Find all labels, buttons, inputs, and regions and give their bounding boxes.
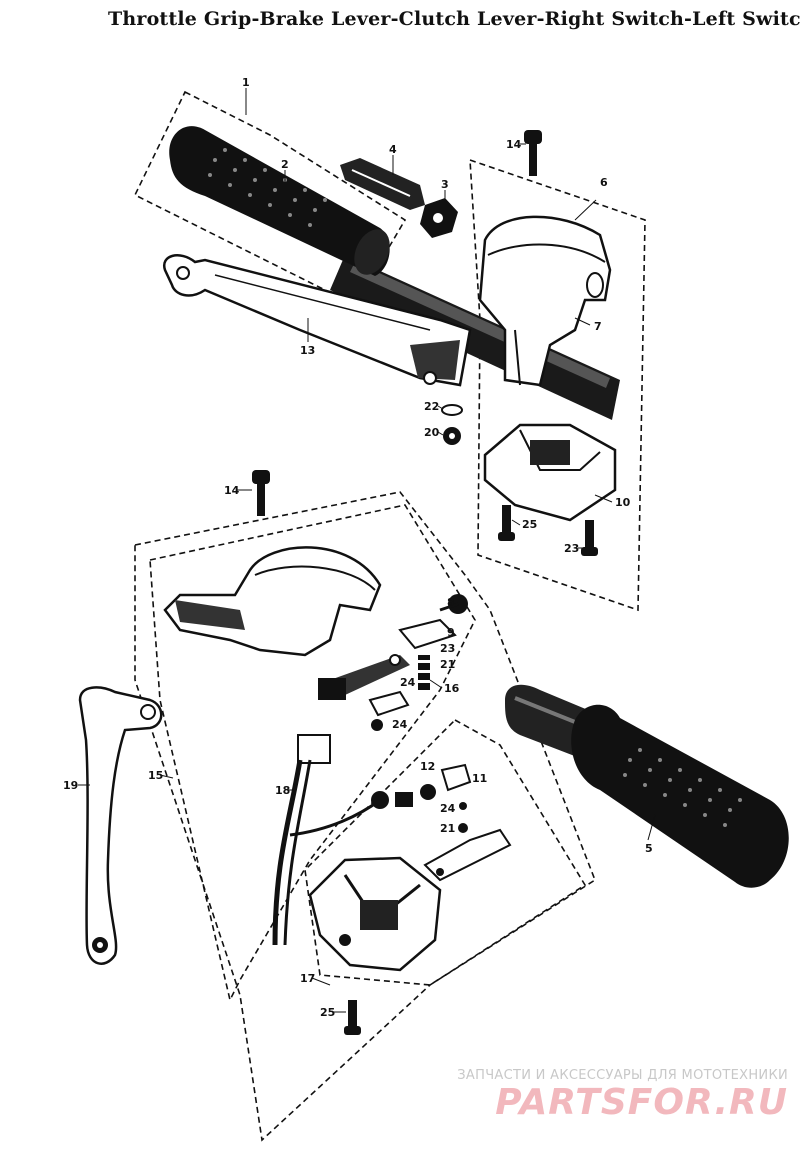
callout-22: 22 xyxy=(424,400,439,413)
callout-9: 9 xyxy=(447,626,455,639)
right-switch-lower-housing xyxy=(483,423,617,522)
callout-6: 6 xyxy=(600,176,608,189)
callout-23-b: 23 xyxy=(564,542,579,555)
left-switch-outer-outline xyxy=(134,491,596,1142)
wiring-harness xyxy=(272,734,381,946)
clutch-lever xyxy=(78,686,163,965)
callout-25-a: 25 xyxy=(522,518,537,531)
callout-24-b: 24 xyxy=(392,718,408,731)
callout-5: 5 xyxy=(645,842,653,855)
switch-contact-blue xyxy=(371,791,413,809)
screw-24-small xyxy=(371,719,383,731)
throttle-grip xyxy=(169,126,390,276)
throttle-nut xyxy=(420,198,458,238)
part-callouts: 1 2 3 4 5 6 7 8 9 10 11 12 13 14 14 15 1… xyxy=(63,76,653,1019)
callout-19: 19 xyxy=(63,779,78,792)
switch-knob-11 xyxy=(440,763,472,792)
callout-2: 2 xyxy=(281,158,289,171)
diagram-title: Throttle Grip-Brake Lever-Clutch Lever-R… xyxy=(108,8,800,30)
callout-24-a: 24 xyxy=(400,676,416,689)
watermark: ЗАПЧАСТИ И АКСЕССУАРЫ ДЛЯ МОТОТЕХНИКИ PA… xyxy=(457,1068,788,1123)
spring-stack xyxy=(414,655,434,690)
watermark-tagline: ЗАПЧАСТИ И АКСЕССУАРЫ ДЛЯ МОТОТЕХНИКИ xyxy=(457,1068,788,1083)
callout-17: 17 xyxy=(300,972,315,985)
callout-24-c: 24 xyxy=(440,802,456,815)
left-switch-lower-outline xyxy=(304,719,587,986)
callout-4: 4 xyxy=(389,143,397,156)
switch-block-small xyxy=(318,678,346,700)
cable-end-bracket xyxy=(340,158,425,210)
callout-8: 8 xyxy=(447,596,455,609)
left-grip xyxy=(571,704,789,888)
callout-13: 13 xyxy=(300,344,315,357)
right-switch-upper-housing xyxy=(478,215,612,387)
callout-7: 7 xyxy=(594,320,602,333)
callout-21-b: 21 xyxy=(440,822,455,835)
callout-12: 12 xyxy=(420,760,435,773)
screw-25-right xyxy=(498,505,515,541)
screw-23-right xyxy=(581,520,598,556)
screw-14-middle xyxy=(252,470,270,516)
callout-10: 10 xyxy=(615,496,631,509)
screw-25-left xyxy=(344,1000,361,1035)
switch-knob-8 xyxy=(439,594,468,614)
callout-25-b: 25 xyxy=(320,1006,335,1019)
switch-contact-plate-9 xyxy=(398,618,457,650)
callout-14-middle: 14 xyxy=(224,484,240,497)
callout-23-a: 23 xyxy=(440,642,455,655)
callout-18: 18 xyxy=(275,784,290,797)
callout-21-a: 21 xyxy=(440,658,455,671)
right-switch-group-outline xyxy=(469,158,646,612)
watermark-logo: PARTSFOR.RU xyxy=(495,1082,788,1123)
switch-lever-plate xyxy=(423,828,512,882)
switch-tab xyxy=(368,690,410,717)
leader-lines xyxy=(78,88,656,1013)
callout-11: 11 xyxy=(472,772,487,785)
callout-14-top: 14 xyxy=(506,138,522,151)
left-switch-lower-housing xyxy=(308,856,442,972)
callout-16: 16 xyxy=(444,682,460,695)
washer-22 xyxy=(441,404,463,416)
screw-14-top xyxy=(524,130,542,176)
callout-3: 3 xyxy=(441,178,449,191)
brake-lever xyxy=(163,254,472,387)
left-switch-upper-housing xyxy=(163,546,382,657)
callout-20: 20 xyxy=(424,426,440,439)
callout-15: 15 xyxy=(148,769,163,782)
left-switch-inner-outline xyxy=(149,504,476,1003)
switch-spring-small xyxy=(458,802,468,833)
callout-1: 1 xyxy=(242,76,250,89)
nut-20 xyxy=(443,427,461,445)
switch-button-12 xyxy=(420,784,436,800)
switch-arm xyxy=(330,654,410,695)
